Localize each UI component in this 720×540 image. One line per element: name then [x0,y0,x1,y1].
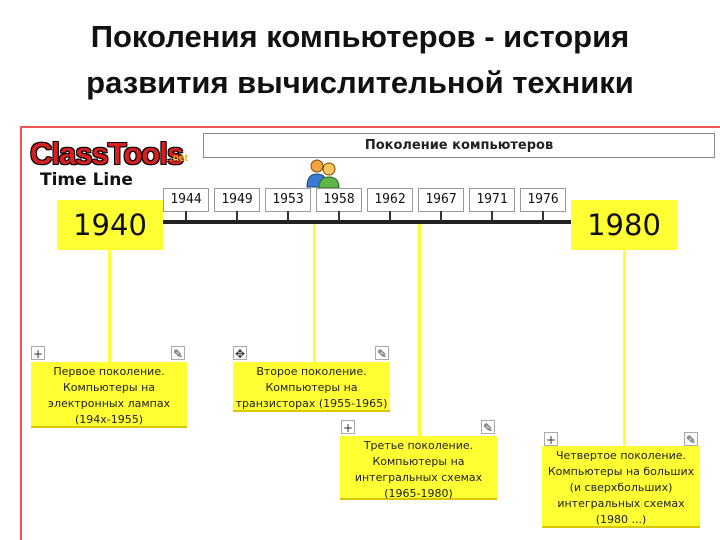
event-connector [108,250,111,362]
users-icon[interactable] [305,157,341,189]
event-card-1[interactable]: Первое поколение. Компьютеры на электрон… [31,362,187,428]
tick-stem [542,211,544,221]
event-connector [313,224,316,362]
year-tick[interactable]: 1958 [316,188,362,212]
end-year[interactable]: 1980 [571,200,677,250]
slide-title-line1: Поколения компьютеров - история [90,19,630,54]
year-tick[interactable]: 1949 [214,188,260,212]
tick-stem [440,211,442,221]
tick-stem [236,211,238,221]
timeline-title[interactable]: Поколение компьютеров [203,133,715,158]
plus-icon[interactable]: + [341,420,355,435]
tick-stem [389,211,391,221]
timeline-axis [160,220,575,224]
event-card-4[interactable]: Четвертое поколение. Компьютеры на больш… [542,446,700,528]
logo-brand: ClassTools [30,136,184,171]
pencil-icon[interactable]: ✎ [684,432,698,447]
year-tick[interactable]: 1967 [418,188,464,212]
year-tick[interactable]: 1976 [520,188,566,212]
plus-icon[interactable]: + [544,432,558,447]
tick-stem [338,211,340,221]
start-year[interactable]: 1940 [57,200,163,250]
event-card-3[interactable]: Третье поколение. Компьютеры на интеграл… [340,436,497,500]
event-connector [623,250,626,446]
tick-stem [185,211,187,221]
plus-icon[interactable]: + [31,346,45,361]
pencil-icon[interactable]: ✎ [481,420,495,435]
slide-title: Поколения компьютеров - история развития… [0,14,720,106]
event-connector [418,224,421,436]
pencil-icon[interactable]: ✎ [375,346,389,361]
logo-suffix: .net [170,153,188,164]
classtools-logo[interactable]: ClassTools .net [30,136,188,176]
move-icon[interactable]: ✥ [233,346,247,361]
event-card-2[interactable]: Второе поколение. Компьютеры на транзист… [233,362,390,412]
pencil-icon[interactable]: ✎ [171,346,185,361]
year-tick[interactable]: 1962 [367,188,413,212]
slide-title-line2: развития вычислительной техники [86,65,634,100]
tick-stem [287,211,289,221]
timeline-caption: Time Line [40,170,133,190]
tick-stem [491,211,493,221]
year-tick[interactable]: 1944 [163,188,209,212]
year-tick[interactable]: 1953 [265,188,311,212]
year-tick[interactable]: 1971 [469,188,515,212]
